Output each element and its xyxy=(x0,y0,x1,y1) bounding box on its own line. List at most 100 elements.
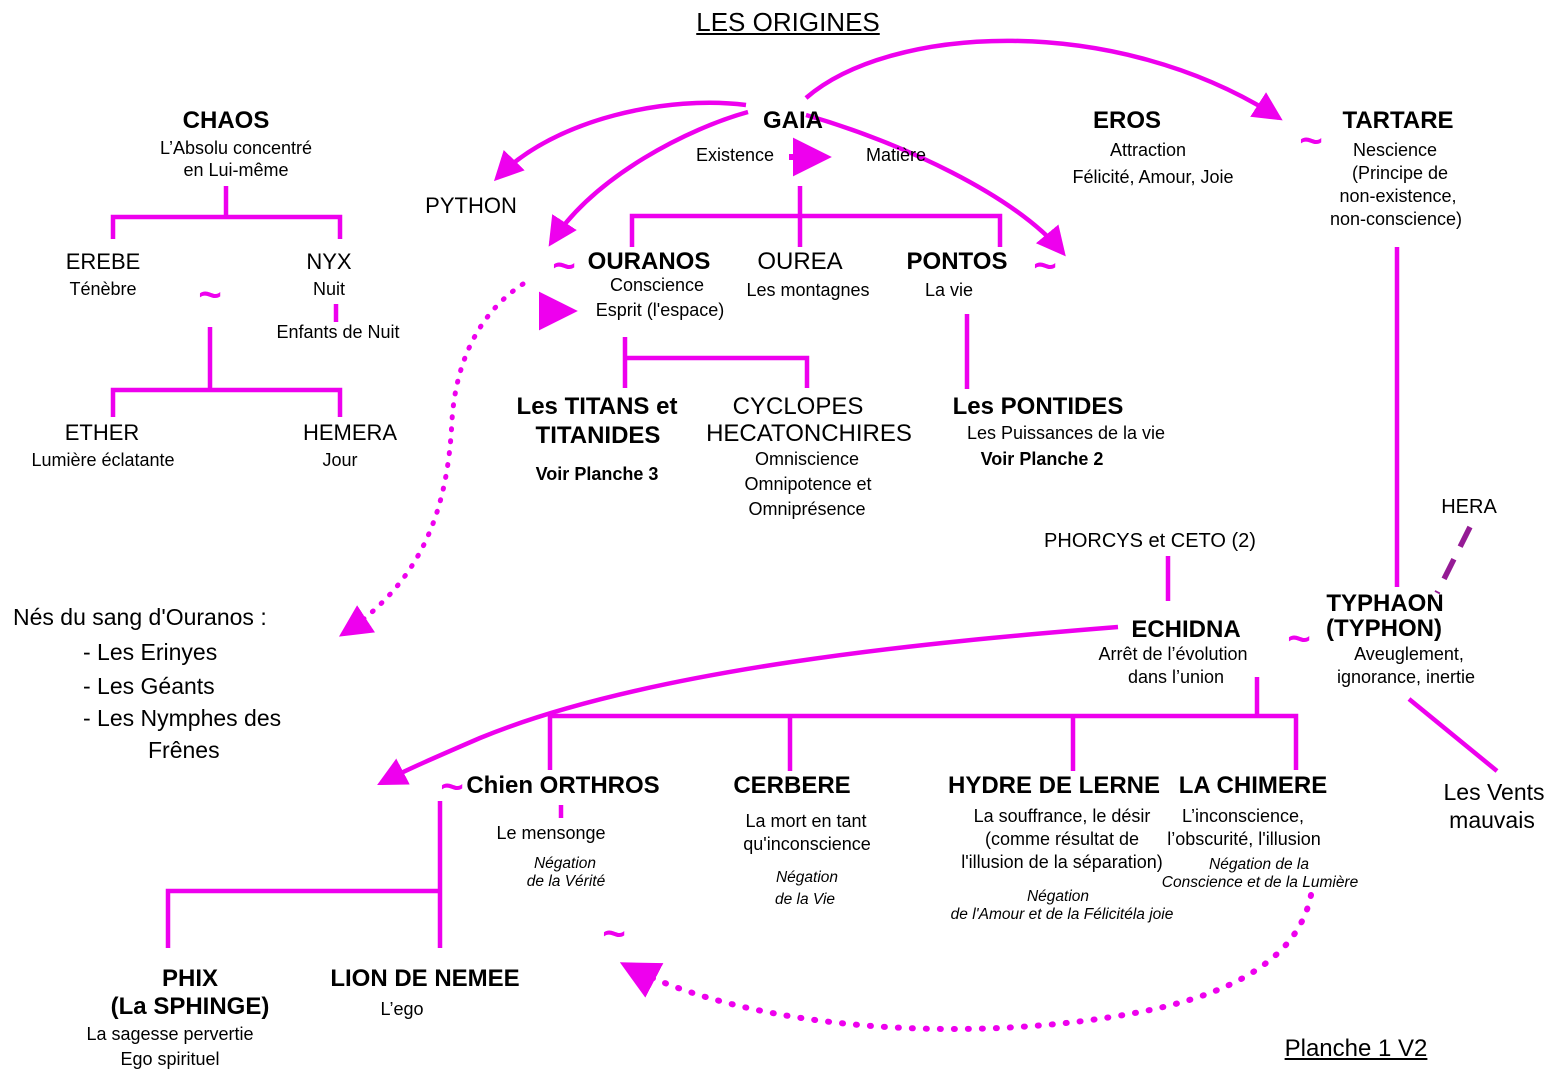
phix-sub1: La sagesse pervertie xyxy=(86,1024,254,1044)
orthros-chimere-union-tilde: ~ xyxy=(602,912,626,956)
cyclopes-title1: CYCLOPES xyxy=(732,393,864,420)
gaia-python-arrow xyxy=(493,100,747,182)
ouranos-blood-dotted-arrow xyxy=(338,281,526,637)
titans-title1: Les TITANS et xyxy=(516,393,678,420)
page-caption: Planche 1 V2 xyxy=(1284,1035,1428,1062)
echidna-sub2: dans l’union xyxy=(1127,667,1225,687)
sang-ouranos-item2: - Les Géants xyxy=(83,673,215,699)
gaia-ouranos-arrow xyxy=(548,109,749,247)
tartare-sub4: non-conscience) xyxy=(1329,209,1463,229)
gaia-title: GAIA xyxy=(763,107,823,134)
hydre-sub1: La souffrance, le désir xyxy=(973,806,1151,826)
echidna-typhaon-union-tilde: ~ xyxy=(1287,617,1311,661)
eros-title: EROS xyxy=(1092,107,1162,134)
orthros-note1: Négation xyxy=(533,855,597,872)
hydre-note1: Négation xyxy=(1026,888,1090,905)
chaos-sub1: L’Absolu concentré xyxy=(159,138,313,158)
tartare-union-tilde: ~ xyxy=(1299,119,1323,163)
ouranos-union-tilde: ~ xyxy=(552,244,576,288)
chimere-sub2: l’obscurité, l'illusion xyxy=(1167,829,1321,849)
hydre-sub3: l'illusion de la séparation) xyxy=(961,852,1163,872)
hydre-sub2: (comme résultat de xyxy=(984,829,1140,849)
erebe-title: EREBE xyxy=(65,249,141,274)
gaia-pontos-arrow xyxy=(805,112,1066,257)
gaia-matiere-label: Matière xyxy=(865,145,927,165)
echidna-offspring-arrow xyxy=(377,624,1119,786)
chimere-title: LA CHIMERE xyxy=(1178,772,1328,799)
phorcys-title: PHORCYS et CETO (2) xyxy=(1044,530,1256,552)
cyclopes-sub2: Omnipotence et xyxy=(744,474,872,494)
ouranos-children-bracket xyxy=(625,355,810,388)
echidna-children-bracket xyxy=(547,713,1299,770)
eros-sub1: Attraction xyxy=(1109,140,1187,160)
ourea-sub1: Les montagnes xyxy=(746,280,870,300)
tartare-sub1: Nescience xyxy=(1352,140,1438,160)
titans-note: Voir Planche 3 xyxy=(535,464,659,484)
nyx-title: NYX xyxy=(306,249,352,274)
pontides-sub1: Les Puissances de la vie xyxy=(966,423,1166,443)
typhaon-title1: TYPHAON xyxy=(1326,590,1444,617)
chimere-note2: Conscience et de la Lumière xyxy=(1161,874,1359,891)
hera-typhaon-dashed-line xyxy=(1434,525,1473,595)
tartare-sub2: (Principe de xyxy=(1351,163,1449,183)
cyclopes-title2: HECATONCHIRES xyxy=(706,420,912,447)
erebe-nyx-union-tilde: ~ xyxy=(198,273,222,317)
cerbere-sub1: La mort en tant xyxy=(745,811,867,831)
gaia-tartare-arrow xyxy=(804,38,1283,121)
chaos-sub2: en Lui-même xyxy=(183,160,289,180)
cerbere-note2: de la Vie xyxy=(774,891,836,908)
ether-title: ETHER xyxy=(64,420,140,445)
chimere-note1: Négation de la xyxy=(1209,856,1309,873)
sang-ouranos-item4: Frênes xyxy=(148,737,220,763)
orthros-union-tilde: ~ xyxy=(440,765,464,809)
orthros-sub1: Le mensonge xyxy=(496,823,606,843)
chaos-children-bracket xyxy=(110,214,343,239)
eros-sub2: Félicité, Amour, Joie xyxy=(1072,167,1234,187)
phix-sub2: Ego spirituel xyxy=(120,1049,220,1069)
nyx-sub1: Nuit xyxy=(312,279,346,299)
lion-sub1: L’ego xyxy=(380,999,424,1019)
tartare-sub3: non-existence, xyxy=(1339,186,1457,206)
tartare-title: TARTARE xyxy=(1342,107,1454,134)
pontos-sub1: La vie xyxy=(924,280,974,300)
ether-hemera-bracket xyxy=(110,387,343,417)
ouranos-title: OURANOS xyxy=(587,248,711,275)
phix-lion-bracket xyxy=(165,888,440,948)
cyclopes-sub3: Omniprésence xyxy=(748,499,866,519)
cerbere-sub2: qu'inconscience xyxy=(743,834,871,854)
typhaon-title2: (TYPHON) xyxy=(1326,615,1442,642)
cyclopes-sub1: Omniscience xyxy=(754,449,860,469)
phix-title2: (La SPHINGE) xyxy=(110,993,270,1020)
nyx-children-label: Enfants de Nuit xyxy=(276,322,400,342)
ourea-title: OUREA xyxy=(757,248,843,275)
cerbere-title: CERBERE xyxy=(733,772,851,799)
pontos-title: PONTOS xyxy=(906,248,1008,275)
typhaon-sub1: Aveuglement, xyxy=(1354,644,1464,664)
typhaon-vents-line xyxy=(1407,697,1499,773)
phix-title1: PHIX xyxy=(161,965,219,992)
gaia-children-bracket xyxy=(629,213,1003,247)
hera-title: HERA xyxy=(1441,496,1497,518)
chimere-orthros-dotted-arrow xyxy=(619,892,1314,1032)
ouranos-sub1: Conscience xyxy=(609,275,705,295)
hemera-sub1: Jour xyxy=(322,450,358,470)
hemera-title: HEMERA xyxy=(302,420,398,445)
ouranos-sub2: Esprit (l'espace) xyxy=(595,300,725,320)
ether-sub1: Lumière éclatante xyxy=(31,450,175,470)
page-title: LES ORIGINES xyxy=(696,7,880,37)
lion-title: LION DE NEMEE xyxy=(330,965,520,992)
vents-line1: Les Vents xyxy=(1443,779,1545,805)
python-title: PYTHON xyxy=(425,193,517,218)
erebe-sub1: Ténèbre xyxy=(69,279,137,299)
echidna-sub1: Arrêt de l’évolution xyxy=(1098,644,1248,664)
pontides-note: Voir Planche 2 xyxy=(980,449,1104,469)
sang-ouranos-item3: - Les Nymphes des xyxy=(83,705,282,731)
hydre-note2: de l'Amour et de la Félicitéla joie xyxy=(950,906,1174,923)
pontos-union-tilde: ~ xyxy=(1033,244,1057,288)
gaia-existence-label: Existence xyxy=(695,145,775,165)
orthros-title: Chien ORTHROS xyxy=(466,772,660,799)
sang-ouranos-title: Nés du sang d'Ouranos : xyxy=(13,604,267,630)
titans-title2: TITANIDES xyxy=(535,422,661,449)
cerbere-note1: Négation xyxy=(775,869,839,886)
